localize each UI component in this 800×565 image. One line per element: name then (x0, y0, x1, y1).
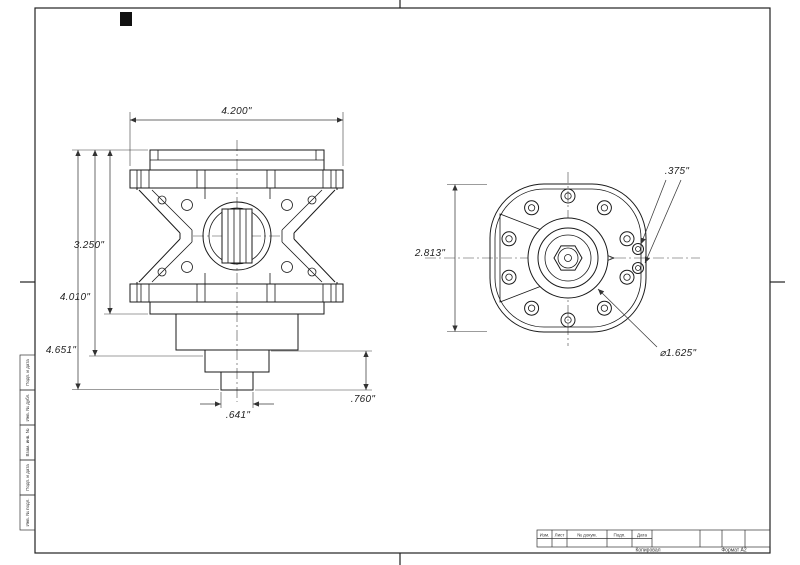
format-label: Формат А2 (721, 548, 746, 554)
body-bolt-hole (281, 261, 293, 273)
port-screws (632, 243, 644, 274)
body-bolt-hole (307, 267, 317, 277)
margin-label: Взам. инв. № (25, 428, 30, 456)
registration-mark (120, 12, 132, 26)
upper-flange (129, 169, 344, 189)
title-col-podp: Подп. (614, 533, 626, 538)
body-bolt-hole (157, 195, 167, 205)
dim-mid-height: 4.010" (60, 292, 91, 303)
bolt (560, 312, 576, 328)
bolt-ring (501, 188, 635, 328)
body-bolt-hole (281, 199, 293, 211)
port-screw (632, 262, 644, 274)
body-bolt-hole (181, 199, 193, 211)
margin-label: Подп. и дата (25, 464, 30, 491)
bolt (619, 231, 635, 247)
margin-label: Инв. № подл. (25, 498, 30, 526)
dim-width-top: 4.200" (221, 106, 252, 117)
dim-overall-height: 4.651" (46, 345, 77, 356)
title-col-docnum: № докум. (577, 533, 597, 538)
dim-pilot-dia: ⌀1.625" (660, 348, 697, 359)
bolt (560, 188, 576, 204)
body-bolt-hole (181, 261, 193, 273)
body-bolt-hole (307, 195, 317, 205)
shaft-stub (220, 371, 254, 391)
title-col-data: Дата (637, 533, 647, 538)
dim-front-height: 2.813" (414, 248, 446, 259)
port-screw (632, 243, 644, 255)
side-view: 4.200" 3.250" 4.010" 4.651" .641" .760" (46, 106, 376, 421)
lower-flange (129, 283, 344, 303)
bolt (596, 300, 612, 316)
title-block: Изм. Лист № докум. Подп. Дата Копировал … (536, 529, 771, 554)
gear-port (202, 201, 272, 271)
bolt (524, 200, 540, 216)
dim-shaft-dia: .641" (226, 410, 251, 421)
hex-nut (553, 245, 583, 271)
margin-label: Инв. № дубл. (25, 394, 30, 422)
bolt (501, 269, 517, 285)
drawing-frame (20, 0, 785, 565)
lower-housing (149, 301, 325, 391)
dim-flange-height: 3.250" (74, 240, 105, 251)
front-view-dimensions: 2.813" .375" ⌀1.625" (414, 166, 697, 359)
center-boss (527, 217, 609, 299)
bolt (619, 269, 635, 285)
bolt (596, 200, 612, 216)
dim-port-spacing: .375" (665, 166, 690, 177)
gear-port-circle (202, 201, 272, 271)
title-col-list: Лист (555, 533, 565, 538)
body-bolt-hole (157, 267, 167, 277)
pilot-circle (527, 217, 609, 299)
bolt (501, 231, 517, 247)
dim-tail-length: .760" (351, 394, 376, 405)
side-view-dimensions: 4.200" 3.250" 4.010" 4.651" .641" .760" (46, 106, 376, 421)
margin-strips: Подп. и дата Инв. № дубл. Взам. инв. № П… (19, 354, 36, 531)
bolt (524, 300, 540, 316)
title-col-izm: Изм. (540, 533, 550, 538)
spur-gear (221, 208, 253, 264)
pump-body (136, 187, 338, 285)
front-view: 2.813" .375" ⌀1.625" (414, 166, 700, 359)
copied-label: Копировал (635, 548, 660, 554)
margin-label: Подп. и дата (25, 359, 30, 386)
